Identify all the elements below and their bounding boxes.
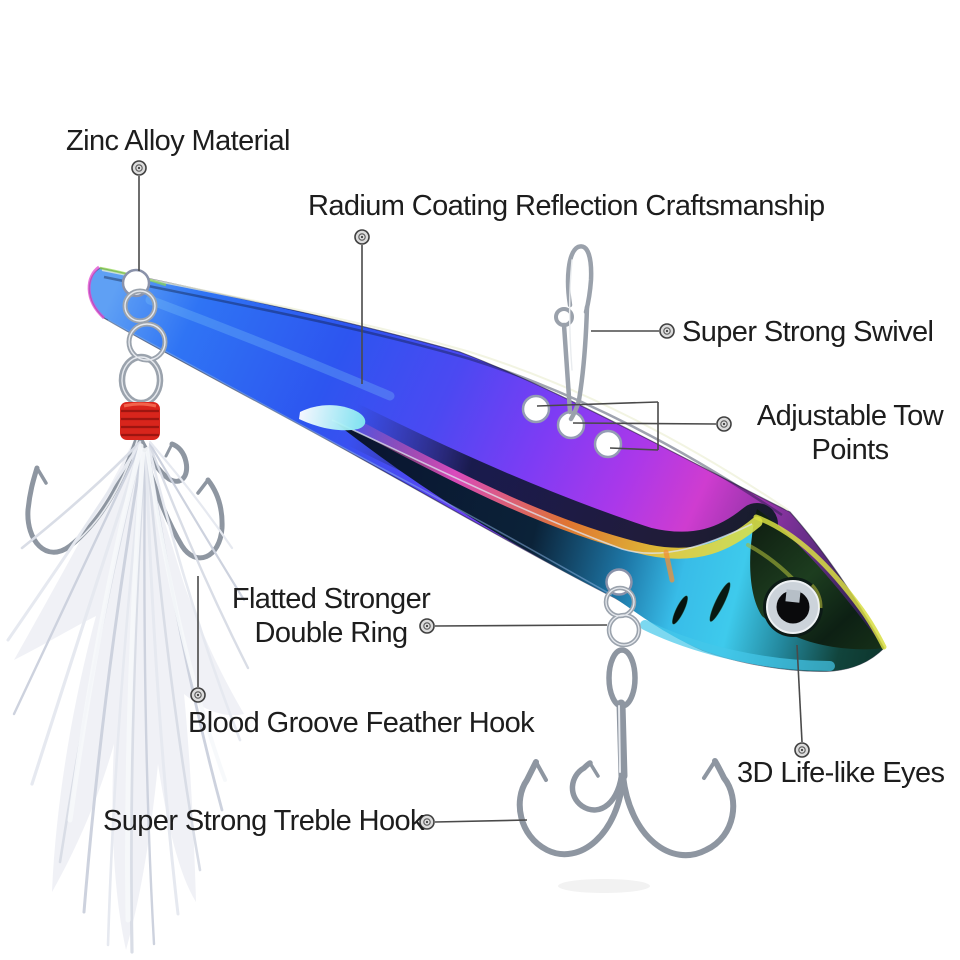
- red-thread-wrap: [120, 402, 160, 440]
- eye-pupil: [776, 590, 810, 624]
- body-highlight-crescent: [299, 405, 366, 431]
- eye-highlight: [785, 589, 801, 603]
- callout-line-treble-hook: [434, 819, 528, 823]
- belly-treble-hook: [516, 647, 737, 858]
- hook-left: [516, 759, 626, 858]
- swivel-highlight: [569, 259, 573, 371]
- head-yellow-rim: [753, 514, 887, 650]
- callout-bracket-tow-points: [536, 401, 717, 451]
- swivel-top-loop: [565, 244, 594, 315]
- feather-hook-left: [25, 433, 141, 555]
- callout-dot-icon: [419, 814, 435, 830]
- tow-point-hole: [593, 429, 623, 459]
- feather-hook-assembly: [6, 288, 250, 954]
- callout-label-super-strong-treble-hook: Super Strong Treble Hook: [103, 805, 425, 837]
- callout-dot-icon: [794, 742, 810, 758]
- hook-shadow: [558, 879, 650, 893]
- callout-label-radium-coating: Radium Coating Reflection Craftsmanship: [308, 190, 825, 222]
- hook-eye: [606, 647, 638, 709]
- gill-slit-icon: [671, 595, 689, 625]
- top-rim-dark-edge: [103, 275, 783, 517]
- hook-right-barb: [702, 759, 717, 780]
- tow-point-hole: [521, 394, 551, 424]
- callout-connectors: [138, 176, 803, 823]
- feather-hook-left-barb: [35, 466, 48, 485]
- gill-slits: [671, 581, 731, 625]
- hook-left-barb: [534, 760, 548, 782]
- callout-label-blood-groove-feather-hook: Blood Groove Feather Hook: [188, 707, 535, 739]
- hook-middle-barb: [588, 761, 600, 778]
- callout-dot-icon: [659, 323, 675, 339]
- hook-right: [620, 758, 737, 858]
- callout-dot-icon: [131, 160, 147, 176]
- super-strong-swivel-part: [554, 244, 594, 422]
- callout-dot-icon: [354, 229, 370, 245]
- belly-double-ring: [603, 585, 642, 648]
- eye-yellow-sheen: [810, 583, 823, 609]
- tail-sheen: [145, 295, 395, 401]
- callout-dot-icon: [716, 416, 732, 432]
- feather-strands: [6, 440, 250, 954]
- feather-hook-middle-barb: [164, 442, 174, 458]
- gill-slit-icon: [709, 581, 731, 623]
- callout-label-adjustable-tow-points: Adjustable Tow Points: [756, 400, 944, 466]
- tail-cap-magenta-rim: [87, 265, 106, 320]
- belly-panel: [332, 420, 884, 672]
- swivel-left-wire: [561, 322, 573, 415]
- bottom-edge-line: [107, 319, 613, 596]
- callout-line-eyes: [796, 644, 803, 743]
- callout-dot-icon: [190, 687, 206, 703]
- rainbow-reflection-band: [356, 422, 763, 559]
- 3d-eye: [763, 577, 823, 637]
- top-rim-highlight: [101, 269, 789, 511]
- hook-shank: [616, 699, 628, 781]
- hook-middle: [569, 760, 625, 813]
- callout-dots: [131, 160, 810, 830]
- head-cyan-belly: [640, 620, 835, 671]
- callout-dot-icon: [419, 618, 435, 634]
- eye-white-ring: [766, 580, 820, 634]
- feather-hook-right-barb: [196, 478, 210, 495]
- callout-label-zinc-alloy-material: Zinc Alloy Material: [66, 125, 291, 157]
- crease-line: [331, 419, 753, 555]
- callout-label-flatted-stronger-double-ring: Flatted Stronger Double Ring: [231, 583, 431, 649]
- hook-highlight: [618, 705, 621, 773]
- swivel-right-wire: [568, 304, 590, 422]
- callout-label-3d-life-like-eyes: 3D Life-like Eyes: [737, 757, 945, 789]
- crease-notch: [663, 549, 675, 583]
- callout-line-double-ring: [434, 624, 608, 627]
- callout-label-super-strong-swivel: Super Strong Swivel: [682, 316, 934, 348]
- lure-body: [87, 265, 887, 672]
